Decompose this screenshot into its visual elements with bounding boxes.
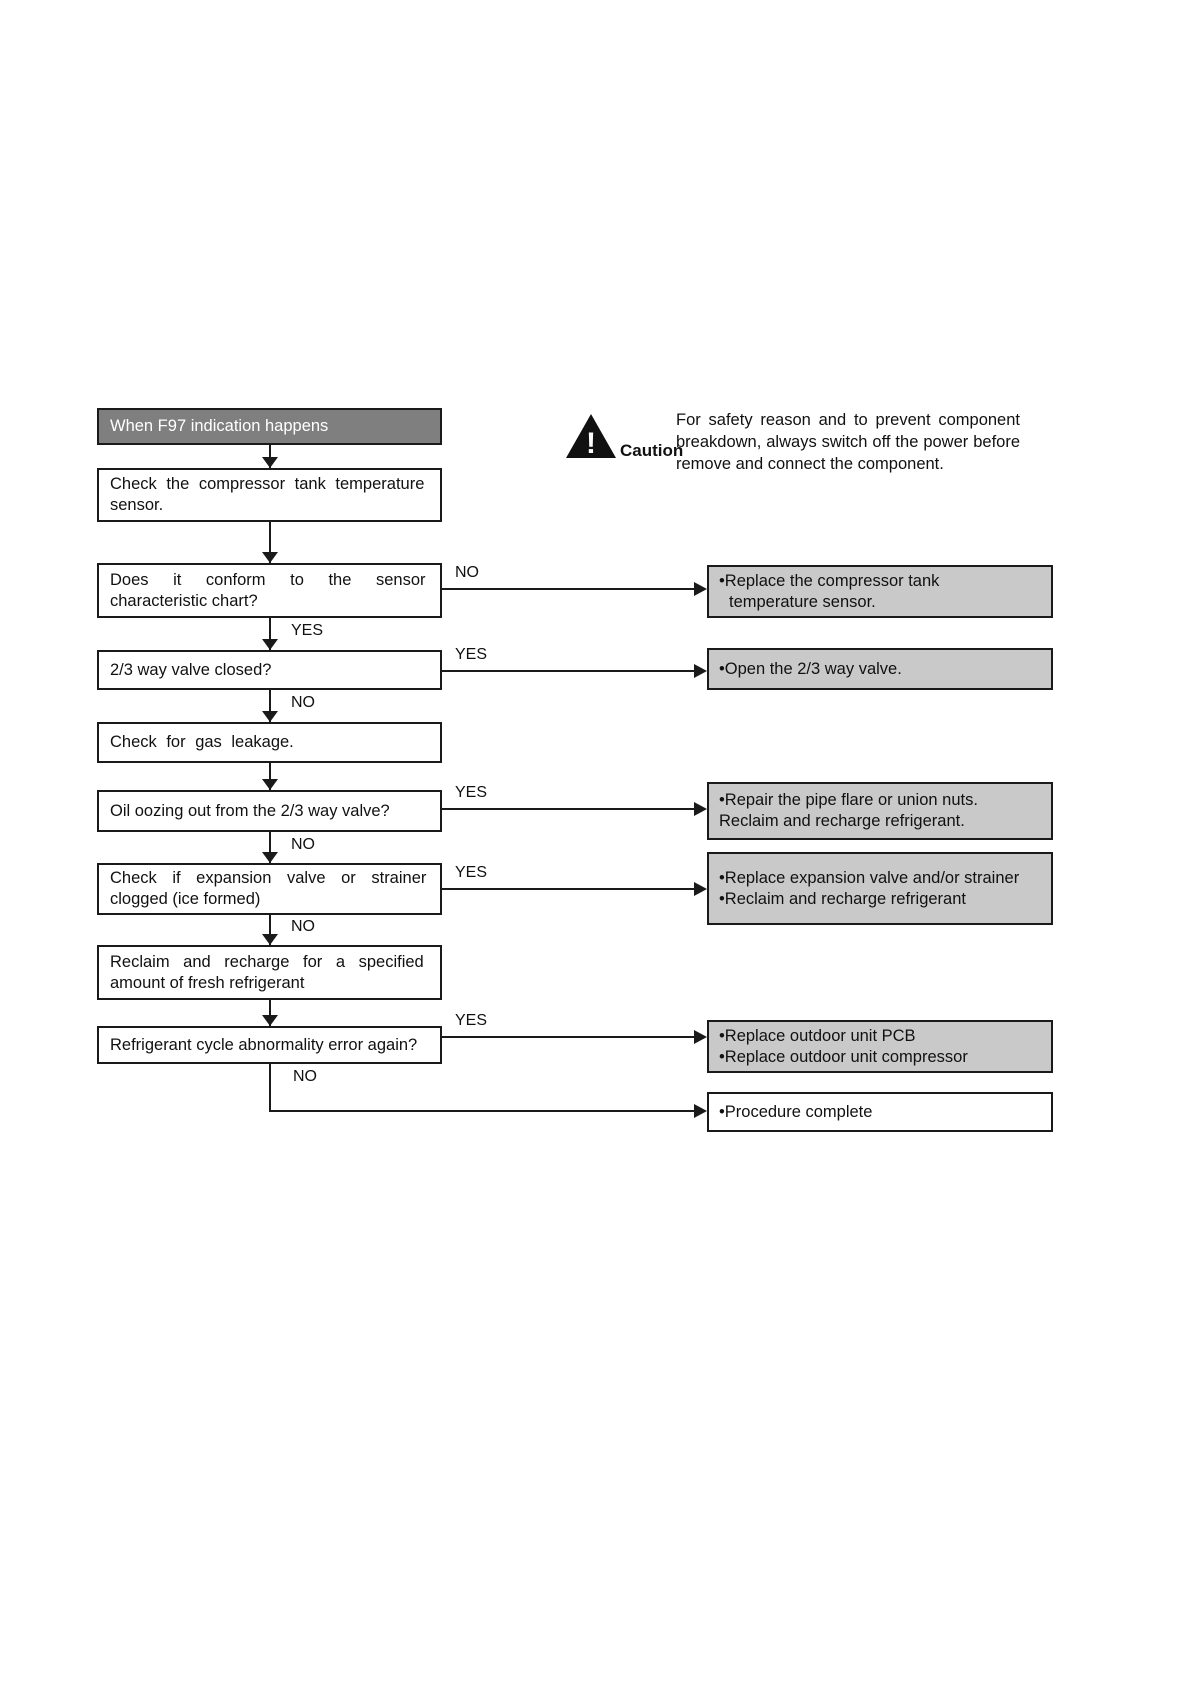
step-line: Check the compressor tank temperature: [110, 475, 425, 493]
arrow-right-icon: [694, 664, 707, 678]
branch-label-yes: YES: [455, 646, 488, 663]
flow-step-conform-chart: Does it conform to the sensor characteri…: [97, 563, 442, 618]
arrow-right-icon: [694, 882, 707, 896]
connector-line: [269, 522, 271, 563]
branch-label-no: NO: [291, 918, 315, 935]
step-line: sensor.: [110, 496, 164, 514]
arrow-down-icon: [262, 711, 278, 722]
arrow-right-icon: [694, 802, 707, 816]
step-line: clogged (ice formed): [110, 890, 261, 908]
flow-step-expansion-clogged: Check if expansion valve or strainer clo…: [97, 863, 442, 915]
caution-exclamation-glyph: !: [586, 427, 596, 460]
flow-step-oil-oozing: Oil oozing out from the 2/3 way valve?: [97, 790, 442, 832]
action-line: temperature sensor.: [729, 592, 876, 611]
step-line: Reclaim and recharge for a specified: [110, 952, 424, 971]
branch-label-no: NO: [293, 1068, 317, 1085]
flow-step-valve-closed: 2/3 way valve closed?: [97, 650, 442, 690]
branch-label-yes: YES: [455, 784, 488, 801]
flow-step-cycle-error-again: Refrigerant cycle abnormality error agai…: [97, 1026, 442, 1064]
flow-step-reclaim-recharge: Reclaim and recharge for a specified amo…: [97, 945, 442, 1000]
action-line: •Open the 2/3 way valve.: [719, 659, 902, 678]
connector-line: [269, 1110, 694, 1112]
caution-triangle-icon: !: [566, 414, 616, 460]
step-line: Does it conform to the sensor: [110, 570, 426, 589]
connector-line: [442, 888, 694, 890]
branch-label-yes: YES: [291, 622, 324, 639]
branch-label-yes: YES: [455, 1012, 488, 1029]
connector-line: [269, 763, 271, 790]
action-line: Reclaim and recharge refrigerant.: [719, 812, 965, 830]
action-replace-sensor: •Replace the compressor tank temperature…: [707, 565, 1053, 618]
branch-label-no: NO: [291, 694, 315, 711]
connector-line: [269, 1000, 271, 1026]
action-line: •Procedure complete: [719, 1102, 873, 1121]
action-open-valve: •Open the 2/3 way valve.: [707, 648, 1053, 690]
step-line: amount of fresh refrigerant: [110, 973, 305, 992]
arrow-down-icon: [262, 457, 278, 468]
step-line: Refrigerant cycle abnormality error agai…: [110, 1035, 418, 1054]
action-line: •Replace outdoor unit PCB: [719, 1026, 916, 1045]
branch-label-yes: YES: [455, 864, 488, 881]
arrow-down-icon: [262, 552, 278, 563]
action-line: •Replace the compressor tank: [719, 571, 940, 590]
action-repair-pipe: •Repair the pipe flare or union nuts. Re…: [707, 782, 1053, 840]
connector-line: [269, 618, 271, 650]
connector-line: [269, 832, 271, 863]
caution-label: Caution: [620, 441, 684, 460]
arrow-down-icon: [262, 779, 278, 790]
flow-start-label: When F97 indication happens: [110, 417, 329, 435]
caution-note-text: For safety reason and to prevent compone…: [676, 411, 1020, 473]
connector-line: [269, 1064, 271, 1112]
action-procedure-complete: •Procedure complete: [707, 1092, 1053, 1132]
arrow-right-icon: [694, 1104, 707, 1118]
arrow-down-icon: [262, 852, 278, 863]
branch-label-no: NO: [291, 836, 315, 853]
action-replace-pcb-compressor: •Replace outdoor unit PCB •Replace outdo…: [707, 1020, 1053, 1073]
branch-label-no: NO: [455, 564, 479, 581]
action-line: •Reclaim and recharge refrigerant: [719, 889, 966, 908]
arrow-down-icon: [262, 639, 278, 650]
step-line: Oil oozing out from the 2/3 way valve?: [110, 801, 390, 820]
flow-step-check-sensor: Check the compressor tank temperature se…: [97, 468, 442, 522]
connector-line: [442, 670, 694, 672]
connector-line: [442, 808, 694, 810]
arrow-right-icon: [694, 1030, 707, 1044]
action-line: •Replace expansion valve and/or strainer: [719, 868, 1020, 887]
arrow-down-icon: [262, 1015, 278, 1026]
step-line: 2/3 way valve closed?: [110, 660, 272, 679]
connector-line: [269, 445, 271, 468]
arrow-right-icon: [694, 582, 707, 596]
flow-step-gas-leakage: Check for gas leakage.: [97, 722, 442, 763]
connector-line: [269, 915, 271, 945]
action-line: •Repair the pipe flare or union nuts.: [719, 791, 978, 809]
arrow-down-icon: [262, 934, 278, 945]
action-replace-expansion-valve: •Replace expansion valve and/or strainer…: [707, 852, 1053, 925]
step-line: Check if expansion valve or strainer: [110, 869, 427, 887]
step-line: characteristic chart?: [110, 591, 258, 610]
connector-line: [442, 1036, 694, 1038]
connector-line: [269, 690, 271, 722]
flow-start-box: When F97 indication happens: [97, 408, 442, 445]
step-line: Check for gas leakage.: [110, 733, 294, 751]
connector-line: [442, 588, 694, 590]
action-line: •Replace outdoor unit compressor: [719, 1047, 968, 1066]
